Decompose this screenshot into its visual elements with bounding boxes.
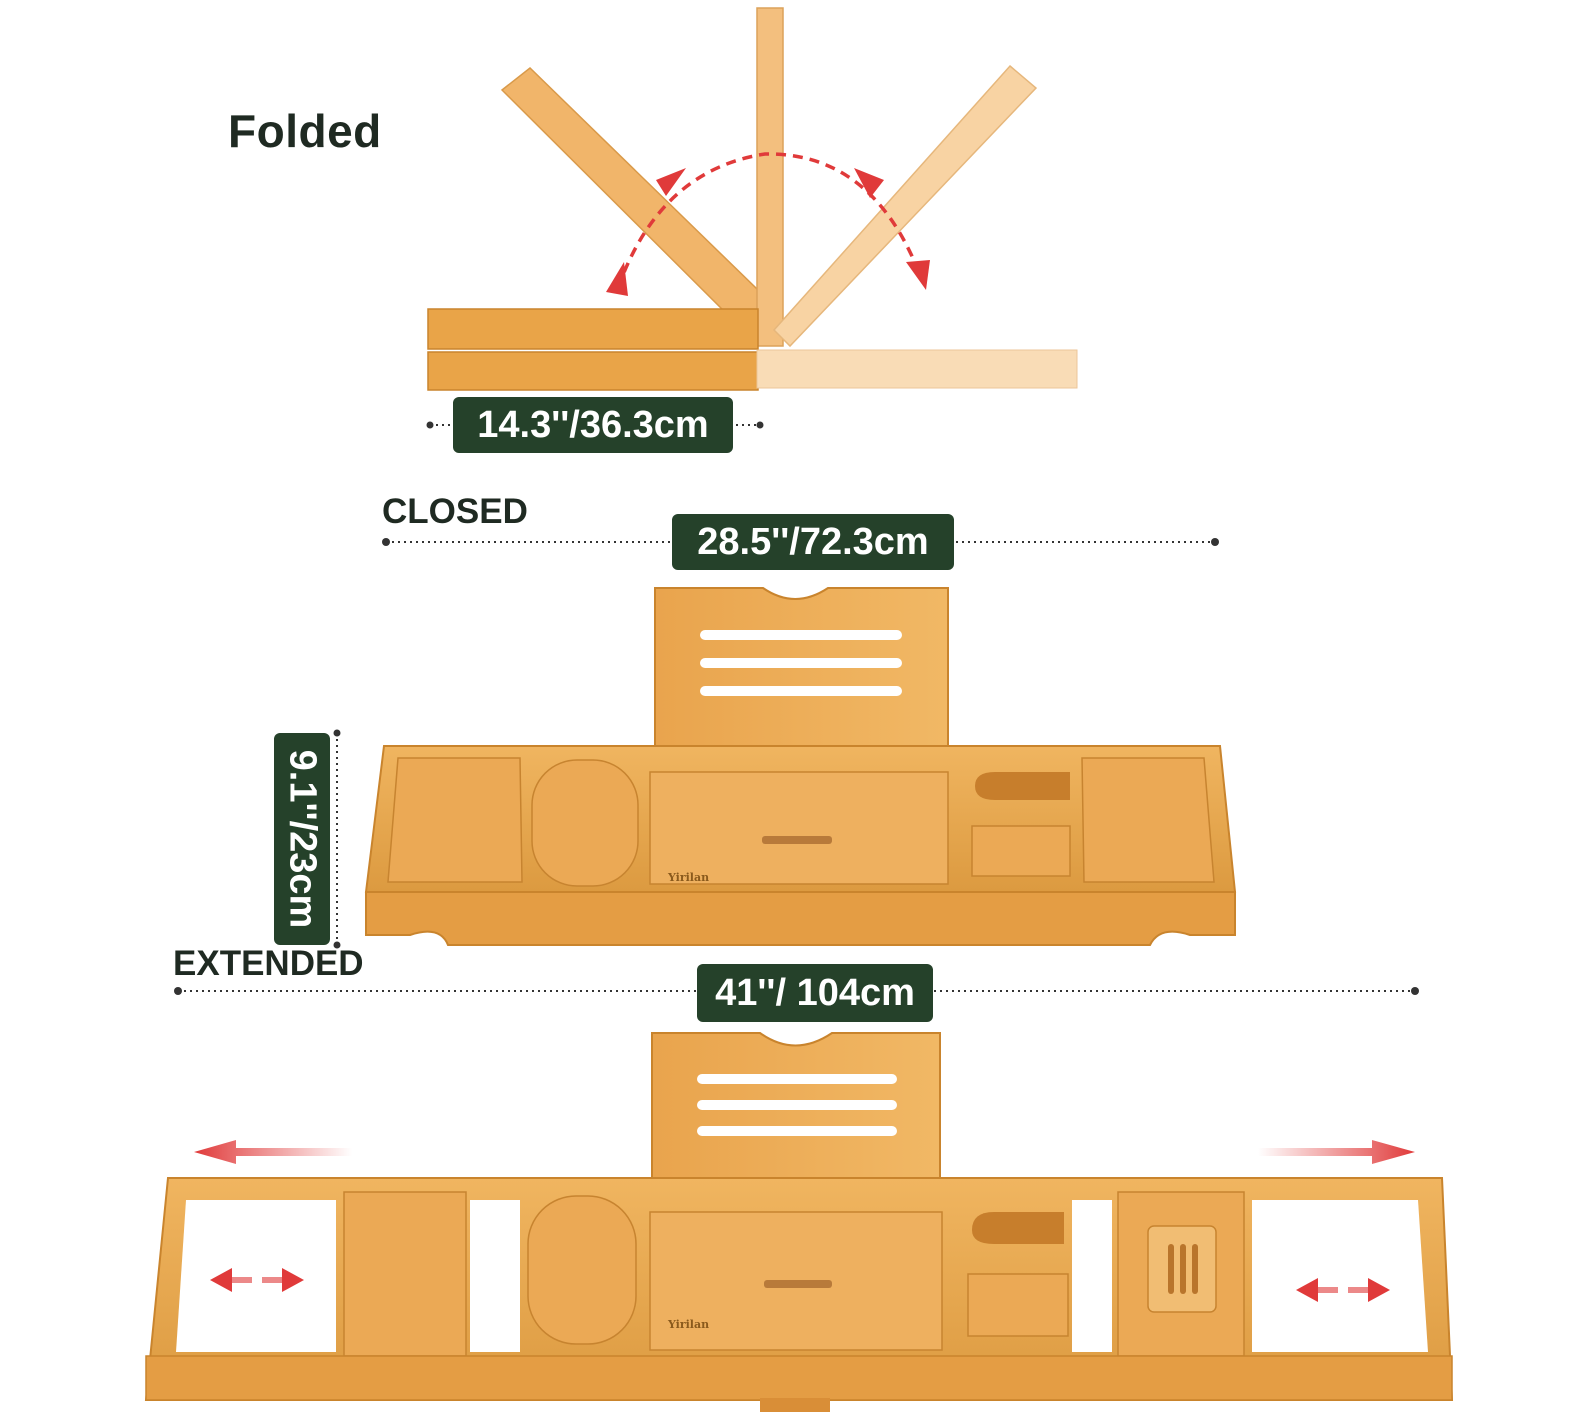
extended-left-gap	[470, 1200, 520, 1352]
closed-book-stand	[654, 587, 949, 773]
height-badge-text: 9.1''/23cm	[281, 749, 324, 929]
folded-dim-end-left	[426, 421, 434, 429]
soap-dish-slot-2	[1180, 1244, 1186, 1294]
closed-stand-slot-3	[700, 686, 902, 696]
fold-arrow-head-1	[606, 262, 628, 296]
extended-center-foot	[760, 1398, 830, 1412]
folded-arm-left	[500, 67, 759, 323]
extended-left-compartment	[343, 1191, 467, 1357]
extended-right-opening	[1252, 1200, 1428, 1352]
extended-left-opening	[176, 1200, 336, 1352]
right-slide-double-arrow-icon	[1296, 1278, 1390, 1302]
extended-dim-end-right	[1411, 987, 1419, 995]
fold-arrow-head-3	[854, 168, 884, 198]
closed-width-badge: 28.5''/72.3cm	[672, 514, 954, 570]
closed-dim-end-left	[382, 538, 390, 546]
extended-center-handle	[764, 1280, 832, 1288]
fold-arrow-head-2	[656, 168, 686, 196]
folded-arm-right	[772, 64, 1038, 348]
extended-phone-slot	[967, 1273, 1069, 1337]
closed-center-handle	[762, 836, 832, 844]
extended-label: EXTENDED	[173, 944, 364, 983]
folded-width-badge: 14.3''/36.3cm	[453, 397, 733, 453]
extend-arrow-right	[1258, 1140, 1415, 1164]
extended-cup-holder	[972, 1212, 1064, 1244]
extended-dim-end-left	[174, 987, 182, 995]
folded-base-right	[756, 349, 1078, 389]
fold-arrow-head-4	[906, 260, 930, 290]
height-dim-end-bottom	[333, 941, 341, 949]
closed-left-compartment	[387, 757, 523, 883]
extended-width-badge: 41''/ 104cm	[697, 964, 933, 1022]
soap-dish-slot-1	[1168, 1244, 1174, 1294]
fold-arrow-arc	[616, 152, 920, 289]
closed-dim-end-right	[1211, 538, 1219, 546]
closed-brand-mark: Yirilan	[667, 871, 709, 884]
extended-caddy: Yirilan	[144, 1032, 1454, 1412]
folded-diagram	[426, 7, 1078, 429]
extend-arrow-left	[194, 1140, 352, 1164]
extended-stand-slot-1	[697, 1074, 897, 1084]
closed-stand-slot-2	[700, 658, 902, 668]
extended-stand-slot-3	[697, 1126, 897, 1136]
folded-arm-upright	[756, 7, 784, 347]
height-badge: 9.1''/23cm	[274, 733, 330, 945]
closed-right-compartment	[1081, 757, 1215, 883]
folded-base-top	[427, 308, 759, 350]
folded-dim-end-right	[756, 421, 764, 429]
left-slide-double-arrow-icon	[210, 1268, 304, 1292]
closed-oval-holder	[531, 759, 639, 887]
extended-right-gap	[1072, 1200, 1112, 1352]
extended-bottom-rail	[145, 1355, 1453, 1401]
closed-center-tray	[649, 771, 949, 885]
closed-phone-slot	[971, 825, 1071, 877]
folded-base-bottom	[427, 351, 759, 391]
folded-title: Folded	[228, 105, 382, 157]
extended-stand-slot-2	[697, 1100, 897, 1110]
closed-label: CLOSED	[382, 492, 528, 531]
closed-caddy: Yirilan	[364, 587, 1237, 946]
extended-oval-holder	[527, 1195, 637, 1345]
height-dim-end-top	[333, 729, 341, 737]
closed-tray-front	[365, 891, 1236, 946]
closed-stand-slot-1	[700, 630, 902, 640]
closed-cup-holder	[975, 772, 1070, 800]
extended-brand-mark: Yirilan	[667, 1318, 709, 1331]
soap-dish-slot-3	[1192, 1244, 1198, 1294]
